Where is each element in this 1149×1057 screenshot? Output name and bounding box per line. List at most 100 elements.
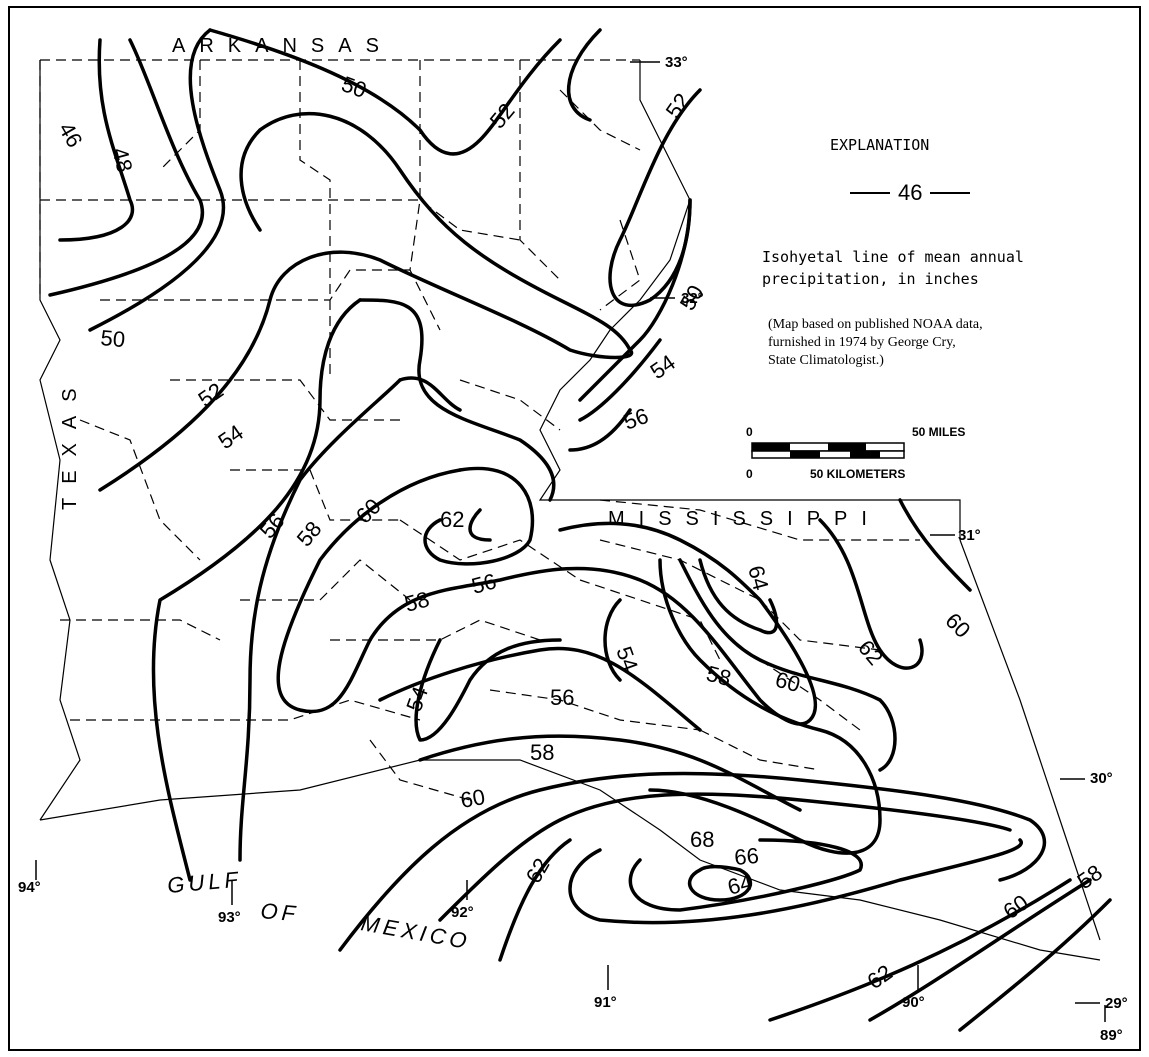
coordinate-labels: 33° 32° 31° 30° 29° 94° 93° 92° 91° 90° … <box>18 54 1128 1044</box>
isohyet-52 <box>98 111 634 492</box>
label-50-north: 50 <box>338 71 370 103</box>
label-54-mid: 54 <box>611 643 643 675</box>
isohyet-46 <box>58 38 135 242</box>
source-line-3: State Climatologist.) <box>768 353 884 368</box>
isohyet-58-east <box>648 558 882 855</box>
scale-seg-2 <box>828 443 866 451</box>
isohyet-54-mid <box>603 598 622 682</box>
description-line-1: Isohyetal line of mean annual <box>762 248 1024 266</box>
isohyet-62-inner <box>468 508 492 542</box>
isohyet-62-east <box>818 518 924 670</box>
scale-km-zero: 0 <box>746 467 753 481</box>
explanation-sample: 46 <box>842 180 978 206</box>
label-58-lower: 58 <box>530 740 554 765</box>
scale-seg-1 <box>752 443 790 451</box>
explanation-description: Isohyetal line of mean annual precipitat… <box>762 246 1132 290</box>
lon-92: 92° <box>451 904 474 921</box>
isohyet-58-se <box>958 898 1112 1032</box>
label-60-east: 60 <box>773 667 803 697</box>
scale-seg-4 <box>850 451 880 458</box>
label-48: 48 <box>107 145 137 175</box>
isohyet-68 <box>687 864 753 902</box>
graticule-ticks <box>35 61 1106 1022</box>
state-texas: TEXAS <box>59 374 81 510</box>
scale-bar-km <box>751 450 905 459</box>
lat-32: 32° <box>681 290 704 307</box>
scale-miles-label: 50 MILES <box>912 425 965 439</box>
isohyet-60-se <box>868 878 1092 1022</box>
isohyet-54-east <box>578 338 662 422</box>
isohyet-56-top <box>398 376 462 412</box>
isohyet-62-south <box>438 792 1012 922</box>
state-boundary <box>39 60 1101 961</box>
isohyet-62-se <box>768 878 1072 1022</box>
lat-33: 33° <box>665 54 688 71</box>
state-mississippi: MISSISSIPPI <box>608 508 881 530</box>
label-58-west: 58 <box>292 516 327 551</box>
scale-seg-3 <box>790 451 820 458</box>
label-60-far-east: 60 <box>940 608 975 643</box>
label-52-ne: 52 <box>661 88 696 122</box>
sample-line-right <box>930 192 971 194</box>
label-56-east: 56 <box>620 403 652 435</box>
label-62-east: 62 <box>853 635 888 670</box>
gulf-of-mexico: GULF OF MEXICO <box>166 867 472 955</box>
sample-line-left <box>850 192 890 194</box>
isohyet-62-stub <box>498 838 572 962</box>
isohyet-64 <box>568 838 1024 925</box>
label-62-se: 62 <box>863 960 897 995</box>
isohyet-50-east-link <box>578 198 692 402</box>
isohyet-60-east <box>678 558 897 772</box>
label-50-west: 50 <box>100 325 127 352</box>
isohyet-56 <box>238 378 402 862</box>
isohyet-58 <box>276 468 817 726</box>
lon-93: 93° <box>218 909 241 926</box>
label-54-west: 54 <box>214 420 248 455</box>
label-46: 46 <box>54 118 88 152</box>
lon-94: 94° <box>18 879 41 896</box>
source-line-2: furnished in 1974 by George Cry, <box>768 335 956 350</box>
lat-29: 29° <box>1105 995 1128 1012</box>
lat-31: 31° <box>958 527 981 544</box>
explanation-source: (Map based on published NOAA data, furni… <box>768 316 1098 370</box>
source-line-1: (Map based on published NOAA data, <box>768 317 983 332</box>
state-arkansas: ARKANSAS <box>172 35 393 57</box>
label-60-mid: 60 <box>459 784 487 813</box>
scale-km-label: 50 KILOMETERS <box>810 467 905 481</box>
isohyet-54-top <box>358 298 556 502</box>
label-66: 66 <box>733 843 760 870</box>
gulf-word-2: OF <box>260 898 301 926</box>
scale-bar: 0 50 MILES 0 50 KILOMETERS <box>746 425 965 481</box>
isohyet-60-62 <box>423 466 535 566</box>
lon-89: 89° <box>1100 1027 1123 1044</box>
scale-miles-zero: 0 <box>746 425 753 439</box>
isohyet-64-east <box>698 558 779 635</box>
lon-90: 90° <box>902 994 925 1011</box>
label-56-mid: 56 <box>469 568 499 598</box>
isohyet-58-mid <box>418 734 802 812</box>
isohyet-50-north <box>208 28 562 156</box>
isohyet-54 <box>151 298 362 882</box>
isohyet-60-south <box>338 771 1047 952</box>
isohyet-50-east <box>608 88 702 308</box>
isohyetal-lines <box>48 28 1112 1032</box>
label-62-inner: 62 <box>440 507 464 532</box>
lon-91: 91° <box>594 994 617 1011</box>
isohyet-54-inner <box>414 638 562 742</box>
isohyet-56-east <box>568 408 632 452</box>
isohyet-66 <box>628 838 863 912</box>
label-56-lower: 56 <box>550 685 574 710</box>
label-68: 68 <box>690 827 714 852</box>
explanation-title: EXPLANATION <box>830 136 930 154</box>
lat-30: 30° <box>1090 770 1113 787</box>
label-58-mid: 58 <box>402 586 432 616</box>
description-line-2: precipitation, in inches <box>762 270 979 288</box>
isohyet-labels: 46 48 50 50 50 52 52 52 54 54 54 54 56 5… <box>54 71 1107 994</box>
isohyet-50-west <box>88 28 226 332</box>
sample-value: 46 <box>898 180 923 205</box>
isohyet-48 <box>48 38 205 297</box>
label-64-south: 64 <box>725 869 755 899</box>
isohyet-56-mid <box>378 646 702 732</box>
isohyet-60-far-east <box>898 498 972 592</box>
